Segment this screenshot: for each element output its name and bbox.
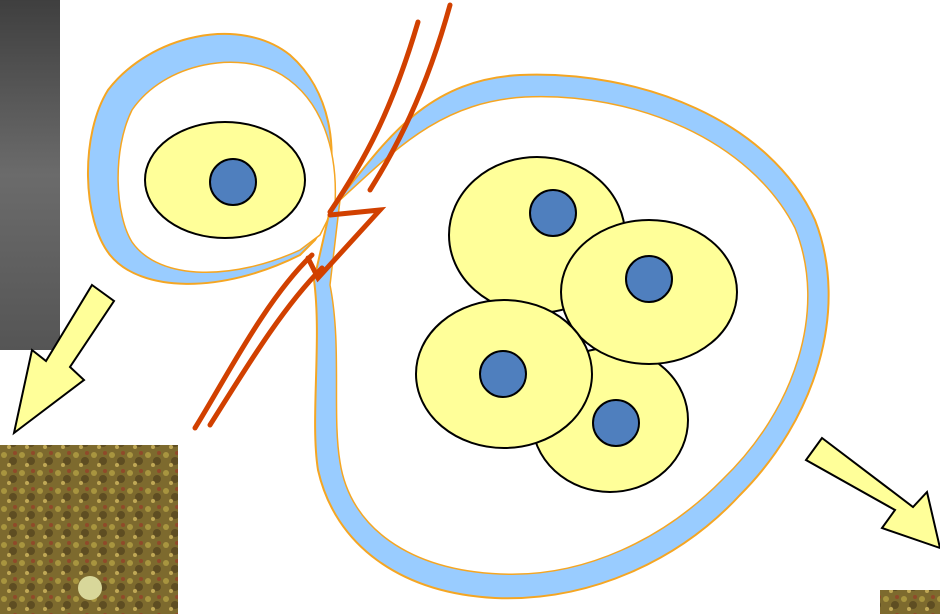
cell-left-nucleus <box>480 351 526 397</box>
cell-bottom-nucleus <box>593 400 639 446</box>
cell-right-nucleus <box>626 256 672 302</box>
corner-photo <box>880 590 940 614</box>
moss-photo-detail <box>78 576 102 600</box>
stalk-lower-line-2 <box>210 268 322 425</box>
small-sac-nucleus <box>210 159 256 205</box>
gray-photo <box>0 0 60 350</box>
cell-top-nucleus <box>530 190 576 236</box>
arrow-down-right <box>806 438 940 548</box>
